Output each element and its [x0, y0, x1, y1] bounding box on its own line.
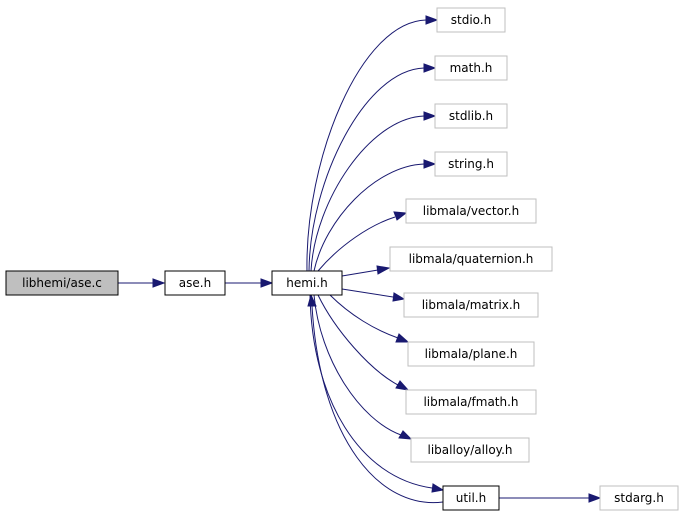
node-label: stdio.h — [451, 13, 491, 27]
edges — [118, 15, 602, 504]
node-libmala-fmath-h[interactable]: libmala/fmath.h — [405, 389, 537, 415]
arrowhead — [392, 292, 406, 302]
arrowhead — [423, 159, 437, 169]
arrowhead — [398, 430, 413, 440]
arrowhead — [423, 63, 437, 73]
arrowhead — [260, 278, 274, 288]
edge-hemi-vector — [317, 216, 396, 272]
node-math-h[interactable]: math.h — [434, 55, 508, 81]
arrowhead — [152, 278, 166, 288]
node-label: util.h — [456, 491, 486, 505]
node-ase-h[interactable]: ase.h — [164, 270, 226, 296]
node-label: math.h — [450, 61, 493, 75]
node-label: libhemi/ase.c — [22, 276, 102, 290]
node-util-h[interactable]: util.h — [442, 485, 500, 511]
node-label: stdlib.h — [449, 109, 493, 123]
edge-hemi-plane — [329, 294, 399, 339]
edge-hemi-math — [308, 67, 425, 272]
arrowhead — [376, 265, 391, 275]
arrowhead — [395, 333, 410, 343]
edge-util-hemi — [311, 305, 444, 504]
edge-hemi-alloy — [313, 294, 402, 436]
arrowhead — [395, 380, 410, 391]
node-label: libmala/quaternion.h — [409, 252, 534, 266]
node-string-h[interactable]: string.h — [434, 151, 508, 177]
arrowhead — [393, 211, 408, 221]
node-libhemi-ase-c[interactable]: libhemi/ase.c — [5, 270, 119, 296]
arrowhead — [423, 111, 437, 121]
arrowhead — [431, 483, 445, 493]
node-libmala-vector-h[interactable]: libmala/vector.h — [405, 198, 537, 224]
edge-hemi-quaternion — [341, 269, 379, 277]
arrowhead — [307, 293, 317, 307]
node-stdarg-h[interactable]: stdarg.h — [599, 485, 679, 511]
node-liballoy-alloy-h[interactable]: liballoy/alloy.h — [410, 437, 530, 463]
edge-hemi-util — [309, 294, 433, 489]
node-label: libmala/vector.h — [423, 204, 519, 218]
edge-hemi-string — [313, 163, 425, 272]
edge-hemi-fmath — [317, 294, 399, 386]
arrowhead — [588, 493, 602, 503]
node-label: libmala/fmath.h — [423, 395, 518, 409]
node-label: ase.h — [179, 276, 211, 290]
node-label: hemi.h — [286, 276, 327, 290]
nodes: libhemi/ase.c ase.h hemi.h stdio.h math.… — [5, 7, 679, 511]
node-label: liballoy/alloy.h — [428, 443, 513, 457]
edge-hemi-stdio — [306, 19, 427, 272]
node-label: string.h — [448, 157, 494, 171]
node-label: libmala/plane.h — [425, 347, 518, 361]
node-libmala-quaternion-h[interactable]: libmala/quaternion.h — [389, 246, 553, 272]
node-stdlib-h[interactable]: stdlib.h — [434, 103, 508, 129]
edge-hemi-stdlib — [310, 115, 425, 272]
node-libmala-plane-h[interactable]: libmala/plane.h — [407, 341, 535, 367]
node-label: libmala/matrix.h — [422, 298, 521, 312]
node-label: stdarg.h — [614, 491, 664, 505]
edge-hemi-matrix — [341, 288, 394, 298]
node-stdio-h[interactable]: stdio.h — [436, 7, 506, 33]
node-hemi-h[interactable]: hemi.h — [271, 270, 343, 296]
node-libmala-matrix-h[interactable]: libmala/matrix.h — [403, 292, 539, 318]
arrowhead — [425, 15, 439, 25]
